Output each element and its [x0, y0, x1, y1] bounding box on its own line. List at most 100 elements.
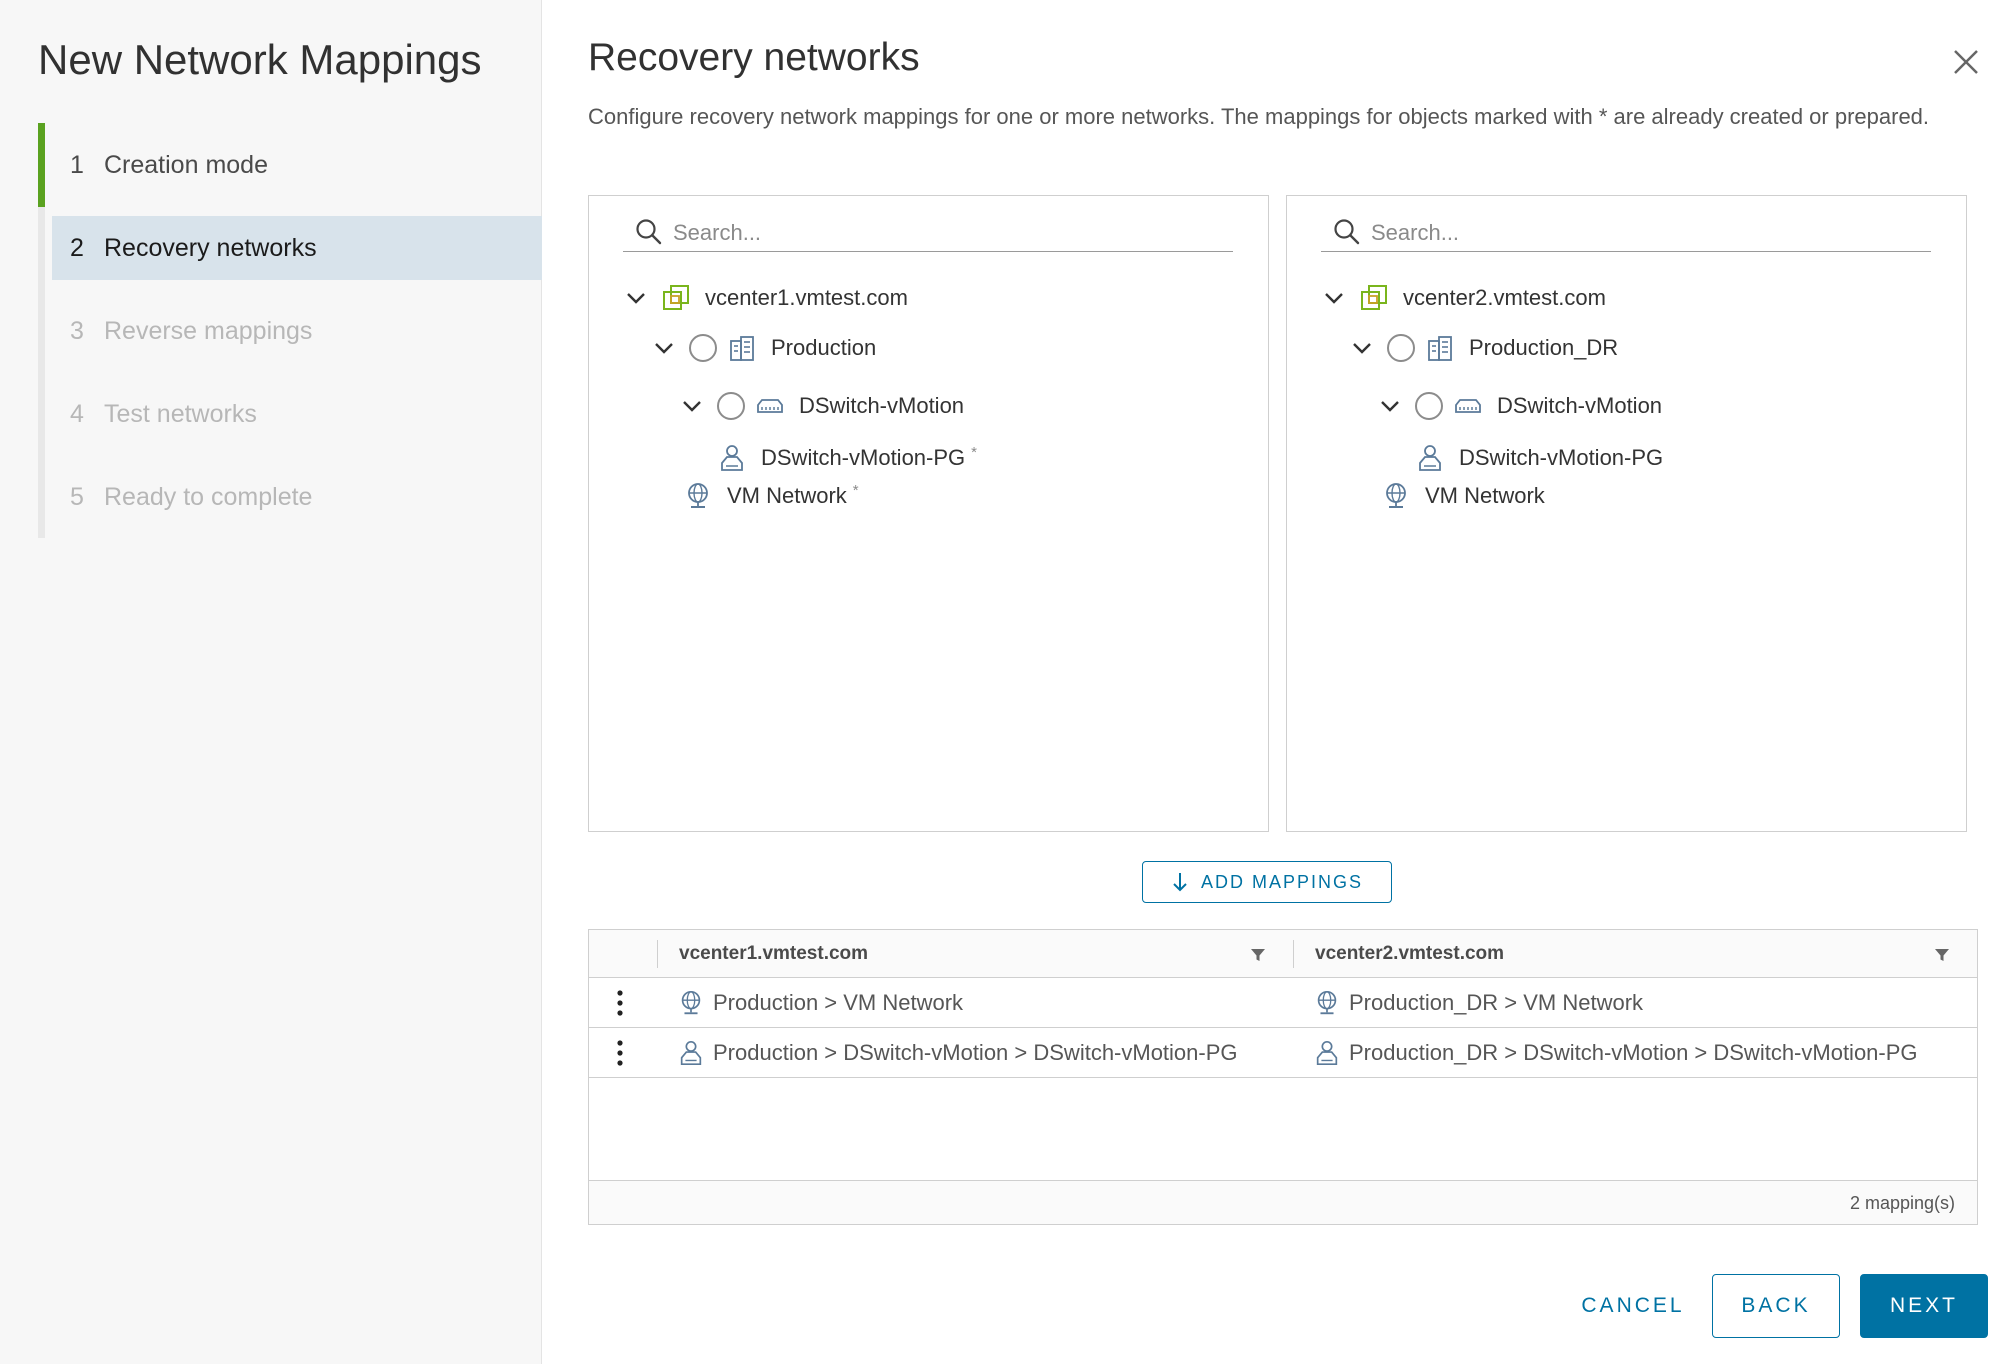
tree-node-datacenter: Production — [651, 328, 876, 368]
source-search — [623, 218, 1233, 252]
step-number: 5 — [70, 482, 84, 511]
target-search — [1321, 218, 1931, 252]
vcenter-icon — [1361, 285, 1387, 310]
tree-node-label: Production_DR — [1469, 335, 1619, 360]
grid-footer: 2 mapping(s) — [589, 1180, 1977, 1224]
step-creation-mode[interactable]: 1 Creation mode — [52, 133, 542, 197]
tree-node-network[interactable]: VM Network * — [683, 476, 859, 516]
step-label: Ready to complete — [104, 482, 313, 511]
close-icon[interactable] — [1950, 46, 1982, 78]
add-mappings-label: ADD MAPPINGS — [1200, 871, 1364, 892]
distributed-switch-icon — [757, 399, 783, 413]
tree-node-label: VM Network — [727, 483, 847, 508]
source-cell: Production > DSwitch-vMotion > DSwitch-v… — [677, 1028, 1251, 1078]
datacenter-radio[interactable] — [689, 334, 717, 362]
arrow-down-icon — [1173, 873, 1187, 892]
wizard-sidebar: New Network Mappings 1 Creation mode 2 R… — [0, 0, 542, 1364]
tree-node-label: DSwitch-vMotion-PG — [761, 445, 966, 470]
page-description: Configure recovery network mappings for … — [588, 104, 1930, 129]
portgroup-icon — [1316, 1040, 1338, 1066]
table-row[interactable]: Production > VM Network Production_DR > … — [589, 978, 1977, 1028]
filter-icon[interactable] — [1933, 946, 1951, 964]
target-cell: Production_DR > DSwitch-vMotion > DSwitc… — [1313, 1028, 1951, 1078]
tree-node-label: vcenter2.vmtest.com — [1403, 285, 1606, 310]
chevron-down-icon[interactable] — [623, 285, 649, 311]
step-reverse-mappings: 3 Reverse mappings — [52, 299, 542, 363]
vcenter-icon — [663, 285, 689, 310]
column-separator — [657, 940, 658, 968]
step-ready-to-complete: 5 Ready to complete — [52, 465, 542, 529]
next-button[interactable]: NEXT — [1860, 1274, 1988, 1338]
tree-node-label: VM Network — [1425, 483, 1545, 508]
tree-node-switch: DSwitch-vMotion — [1377, 386, 1662, 426]
chevron-down-icon[interactable] — [1377, 393, 1403, 419]
row-actions-icon[interactable] — [613, 988, 627, 1018]
step-rail — [38, 123, 45, 538]
target-path: Production_DR > DSwitch-vMotion > DSwitc… — [1349, 1040, 1918, 1065]
column-header-target[interactable]: vcenter2.vmtest.com — [1315, 943, 1505, 964]
step-number: 4 — [70, 399, 84, 428]
tree-node-vcenter: vcenter2.vmtest.com — [1321, 278, 1606, 318]
target-cell: Production_DR > VM Network — [1313, 978, 1953, 1028]
search-icon — [1334, 219, 1360, 245]
tree-node-label: vcenter1.vmtest.com — [705, 285, 908, 310]
tree-node-portgroup[interactable]: DSwitch-vMotion-PG — [1415, 438, 1663, 478]
step-rail-progress — [38, 123, 45, 207]
mapped-marker: * — [852, 481, 859, 499]
step-recovery-networks[interactable]: 2 Recovery networks — [52, 216, 542, 280]
chevron-down-icon[interactable] — [651, 335, 677, 361]
cancel-button[interactable]: CANCEL — [1560, 1274, 1706, 1338]
source-search-input[interactable] — [673, 218, 1233, 248]
wizard-title: New Network Mappings — [38, 36, 482, 83]
step-label: Test networks — [104, 399, 257, 428]
column-header-source[interactable]: vcenter1.vmtest.com — [679, 943, 869, 964]
tree-node-switch: DSwitch-vMotion — [679, 386, 964, 426]
step-label: Creation mode — [104, 150, 268, 179]
network-icon — [681, 990, 701, 1015]
portgroup-icon — [721, 445, 743, 471]
portgroup-icon — [1419, 445, 1441, 471]
chevron-down-icon[interactable] — [1321, 285, 1347, 311]
mapping-count: 2 mapping(s) — [1849, 1192, 1955, 1213]
source-path: Production > DSwitch-vMotion > DSwitch-v… — [713, 1040, 1238, 1065]
chevron-down-icon[interactable] — [679, 393, 705, 419]
tree-node-datacenter: Production_DR — [1349, 328, 1618, 368]
step-number: 3 — [70, 316, 84, 345]
step-label: Reverse mappings — [104, 316, 313, 345]
network-icon — [1386, 483, 1406, 508]
distributed-switch-icon — [1455, 399, 1481, 413]
tree-node-vcenter: vcenter1.vmtest.com — [623, 278, 908, 318]
portgroup-icon — [680, 1040, 702, 1066]
chevron-down-icon[interactable] — [1349, 335, 1375, 361]
add-mappings-button[interactable]: ADD MAPPINGS — [1142, 861, 1392, 903]
search-icon — [636, 219, 662, 245]
table-row[interactable]: Production > DSwitch-vMotion > DSwitch-v… — [589, 1028, 1977, 1078]
target-network-tree: vcenter2.vmtest.com Production_DR — [1286, 195, 1967, 832]
step-number: 2 — [70, 233, 84, 262]
datacenter-radio[interactable] — [1387, 334, 1415, 362]
tree-node-label: DSwitch-vMotion-PG — [1459, 445, 1664, 470]
datacenter-icon — [1428, 336, 1452, 361]
source-network-tree: vcenter1.vmtest.com Production — [588, 195, 1269, 832]
filter-icon[interactable] — [1249, 946, 1267, 964]
datacenter-icon — [730, 336, 754, 361]
target-search-input[interactable] — [1371, 218, 1931, 248]
back-button[interactable]: BACK — [1712, 1274, 1840, 1338]
source-path: Production > VM Network — [713, 990, 964, 1015]
step-number: 1 — [70, 150, 84, 179]
step-label: Recovery networks — [104, 233, 317, 262]
mapped-marker: * — [971, 443, 977, 461]
target-path: Production_DR > VM Network — [1349, 990, 1644, 1015]
grid-header: vcenter1.vmtest.com vcenter2.vmtest.com — [589, 930, 1977, 978]
tree-node-label: DSwitch-vMotion — [1497, 393, 1663, 418]
tree-node-label: Production — [771, 335, 877, 360]
network-icon — [688, 483, 708, 508]
page-title: Recovery networks — [588, 36, 920, 79]
step-test-networks: 4 Test networks — [52, 382, 542, 446]
switch-radio[interactable] — [1415, 392, 1443, 420]
tree-node-portgroup[interactable]: DSwitch-vMotion-PG * — [717, 438, 977, 478]
row-actions-icon[interactable] — [613, 1038, 627, 1068]
tree-node-network[interactable]: VM Network — [1381, 476, 1545, 516]
source-cell: Production > VM Network — [677, 978, 1277, 1028]
switch-radio[interactable] — [717, 392, 745, 420]
